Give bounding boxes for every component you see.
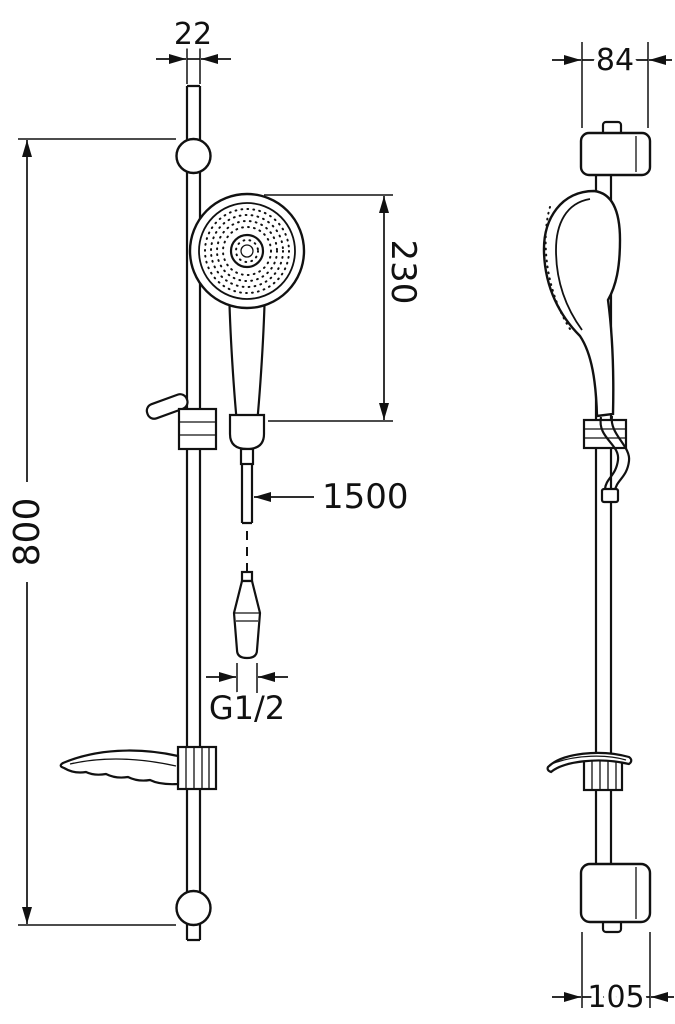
dim-hose-length-label: 1500	[322, 477, 409, 517]
dim-thread-label: G1/2	[209, 689, 285, 727]
dimension-rail-diameter: 22	[156, 13, 231, 84]
handle-cup	[228, 413, 266, 451]
shower-head-front	[188, 192, 306, 310]
dimension-bottom-bracket: 105	[552, 932, 674, 1020]
dim-top-bracket-label: 84	[596, 43, 634, 78]
dim-head-length-label: 230	[383, 240, 423, 305]
soap-dish-clamp	[176, 745, 218, 791]
hose-nut	[600, 487, 620, 504]
holder-clamp	[177, 407, 218, 451]
bottom-wall-mount-side	[579, 862, 652, 934]
side-view: 84	[542, 39, 674, 1020]
soap-dish-side	[546, 751, 633, 792]
shower-head-side	[542, 189, 622, 418]
slide-bar	[185, 84, 202, 942]
soap-dish-front	[59, 745, 218, 791]
dimension-head-length: 230	[264, 194, 428, 422]
top-wall-mount	[175, 137, 212, 175]
dimension-hose-length: 1500	[254, 473, 413, 522]
spray-face-dots	[544, 206, 571, 330]
dim-rail-diameter-label: 22	[174, 17, 212, 52]
bottom-wall-mount	[175, 889, 212, 927]
front-view: 22 800	[3, 13, 428, 942]
slider-holder-side	[582, 415, 631, 504]
hose-fitting	[232, 570, 262, 660]
top-wall-mount-side	[579, 120, 652, 177]
soap-dish-tray	[59, 749, 180, 786]
shower-hose	[239, 447, 255, 571]
holder-release-knob	[145, 393, 189, 420]
dimension-bar-height: 800	[3, 138, 176, 926]
dim-bar-height-label: 800	[7, 498, 48, 567]
dimension-thread: G1/2	[204, 663, 290, 732]
dim-bottom-bracket-label: 105	[587, 980, 644, 1015]
dimension-top-bracket: 84	[552, 39, 672, 128]
